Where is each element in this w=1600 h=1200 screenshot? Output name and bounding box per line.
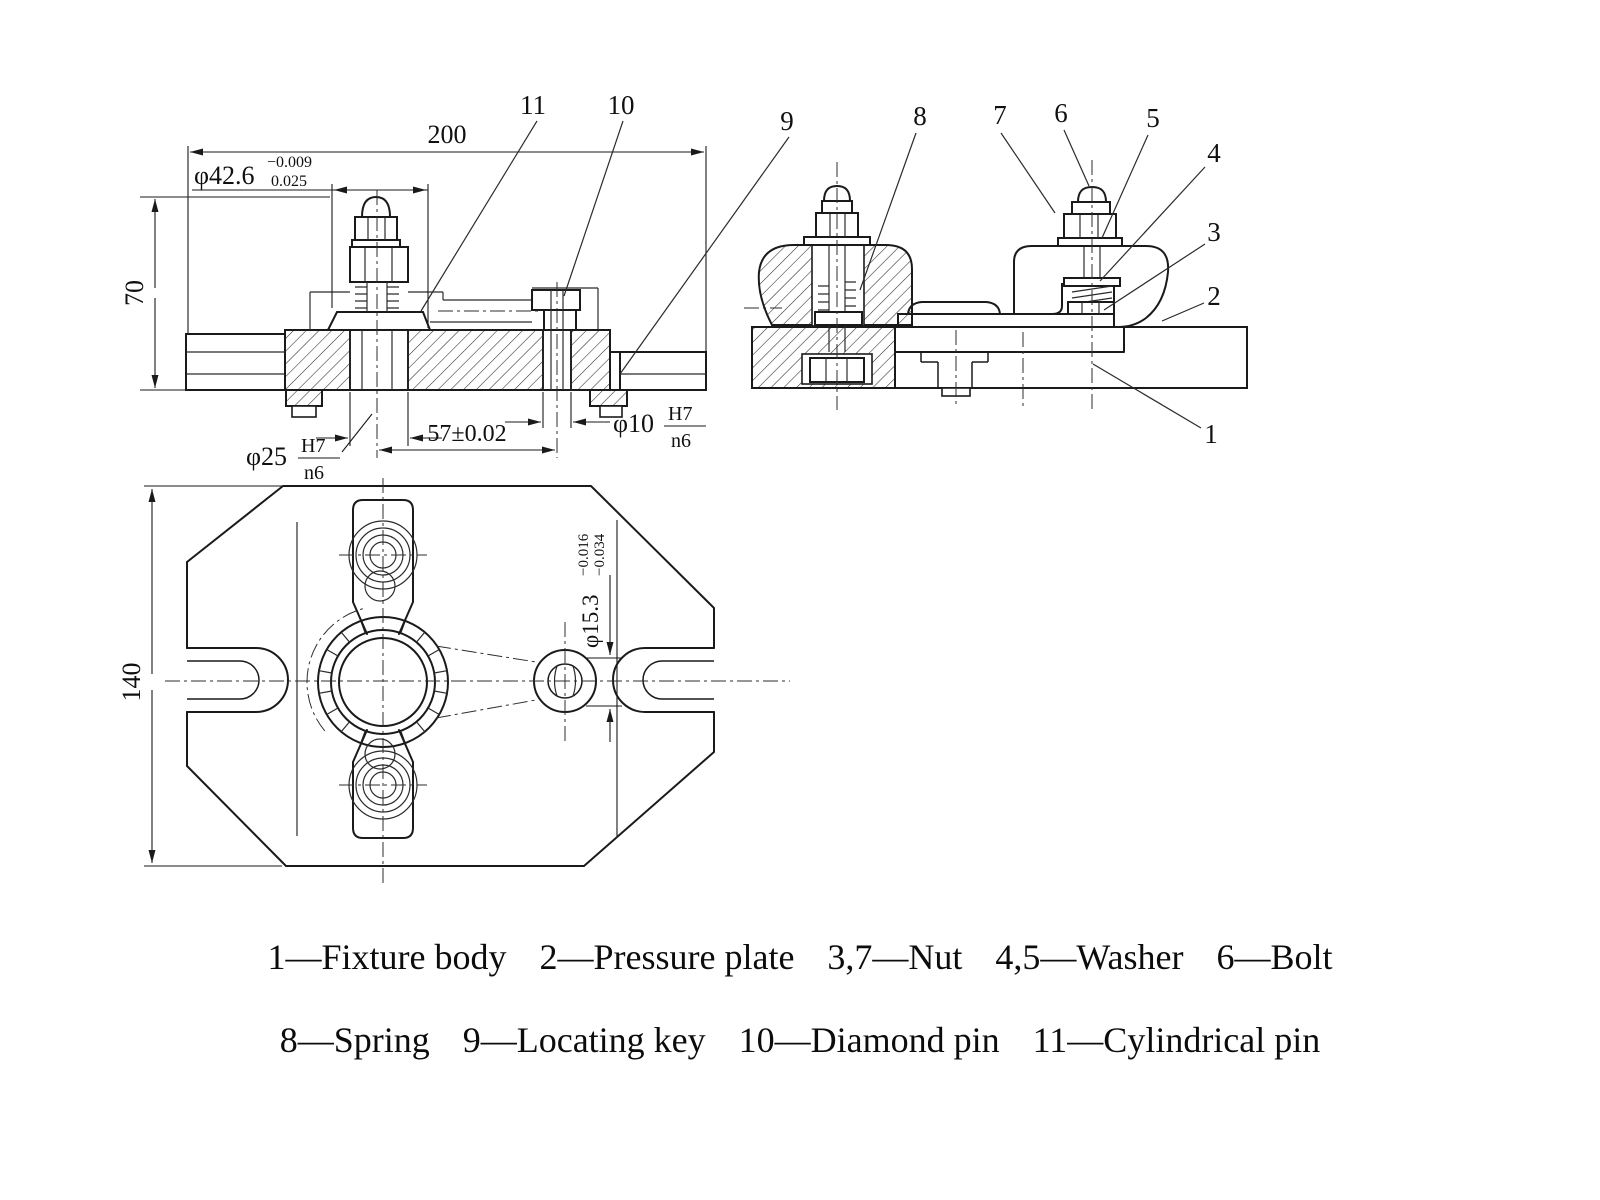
plan-view: 140 φ15.3 −0.016 −0.034 (117, 478, 790, 885)
left-clamp-assembly (757, 184, 913, 352)
spring-coils (355, 286, 399, 309)
workpiece-outline (309, 287, 599, 330)
fixture-body-section (185, 329, 707, 418)
centerlines (744, 160, 1093, 410)
callout-1: 1 (1204, 419, 1218, 449)
legend-item-spring: 8—Spring (279, 1020, 430, 1061)
legend-item-cylindrical-pin: 11—Cylindrical pin (1032, 1020, 1321, 1061)
dim-plate-height: 140 (117, 663, 146, 702)
legend-item-locating-key: 9—Locating key (462, 1020, 706, 1061)
dim-left-hole: φ25 (246, 442, 287, 471)
hex-nut (349, 246, 409, 283)
fixture-base-section (751, 326, 1248, 397)
pressure-pad (326, 311, 432, 331)
dim-right-hole-fit-lower: n6 (671, 430, 691, 452)
locating-key (589, 389, 628, 407)
callout-6: 6 (1054, 98, 1068, 128)
callout-8: 8 (913, 101, 927, 131)
callout-3: 3 (1207, 217, 1221, 247)
dim-boss-dia-upper-tol: −0.009 (267, 154, 312, 171)
bolt-dome (360, 195, 392, 218)
parts-legend: 1—Fixture body 2—Pressure plate 3,7—Nut … (0, 936, 1600, 1102)
center-boss (306, 608, 449, 748)
diamond-pin-head (531, 289, 581, 311)
upper-nut (354, 216, 398, 241)
dim-pin-dia-lower-tol: −0.034 (592, 533, 608, 576)
dim-right-hole-fit-upper: H7 (668, 403, 692, 425)
pressure-plate (1013, 245, 1170, 328)
dim-left-hole-fit-lower: n6 (304, 462, 324, 484)
dim-left-hole-fit-upper: H7 (301, 435, 325, 457)
callout-11: 11 (520, 90, 546, 120)
dim-boss-dia-lower-tol: 0.025 (271, 173, 307, 190)
right-flange (619, 351, 707, 391)
legend-line-2: 8—Spring 9—Locating key 10—Diamond pin 1… (0, 1019, 1600, 1062)
legend-item-fixture-body: 1—Fixture body (267, 937, 507, 977)
clamp-slots (186, 647, 715, 713)
callouts: 11 10 9 (420, 90, 794, 375)
diamond-pin-hole (435, 645, 597, 719)
legend-item-nut: 3,7—Nut (827, 937, 963, 977)
nut (1063, 213, 1117, 239)
legend-item-diamond-pin: 10—Diamond pin (738, 1020, 1000, 1061)
workpiece-phantom-arc (306, 608, 364, 732)
dim-width-total: 200 (428, 120, 467, 149)
callout-10: 10 (608, 90, 635, 120)
spring-seat (814, 311, 863, 326)
lower-nut (1067, 301, 1115, 315)
dim-pin-dia-upper-tol: −0.016 (576, 533, 592, 576)
dim-boss-dia: φ42.6 (194, 161, 255, 190)
callout-2: 2 (1207, 281, 1221, 311)
centerlines (376, 190, 558, 458)
workpiece-phantom-lines (435, 645, 537, 719)
legend-item-washer: 4,5—Washer (995, 937, 1184, 977)
right-clamp-assembly (1013, 185, 1170, 328)
dim-right-hole: φ10 (613, 409, 654, 438)
dimensions: 200 φ42.6 −0.009 0.025 70 φ25 H7 n6 57±0… (120, 120, 707, 484)
legend-item-bolt: 6—Bolt (1216, 937, 1333, 977)
washer (1057, 237, 1123, 247)
centerlines (165, 478, 790, 885)
dim-pin-spacing: 57±0.02 (427, 421, 506, 447)
clamp-bolt-assembly (326, 195, 432, 390)
plate-outline (186, 485, 715, 867)
locating-key (285, 389, 323, 407)
callout-9: 9 (780, 106, 794, 136)
callout-5: 5 (1146, 103, 1160, 133)
workpiece-lens (906, 301, 1002, 315)
callout-7: 7 (993, 100, 1007, 130)
callout-4: 4 (1207, 138, 1221, 168)
chamfer-edges (296, 520, 618, 838)
diamond-pin-assembly (531, 289, 581, 390)
dim-pin-dia: φ15.3 (578, 594, 603, 648)
front-view: 200 φ42.6 −0.009 0.025 70 φ25 H7 n6 57±0… (120, 90, 794, 484)
dimensions: 140 φ15.3 −0.016 −0.034 (117, 485, 622, 867)
legend-item-pressure-plate: 2—Pressure plate (539, 937, 795, 977)
side-view: 8 7 6 5 4 3 2 1 (744, 98, 1248, 449)
legend-line-1: 1—Fixture body 2—Pressure plate 3,7—Nut … (0, 936, 1600, 979)
callouts: 8 7 6 5 4 3 2 1 (859, 98, 1221, 449)
dim-height-total: 70 (120, 280, 149, 306)
spring (818, 281, 856, 311)
left-flange (185, 333, 286, 391)
